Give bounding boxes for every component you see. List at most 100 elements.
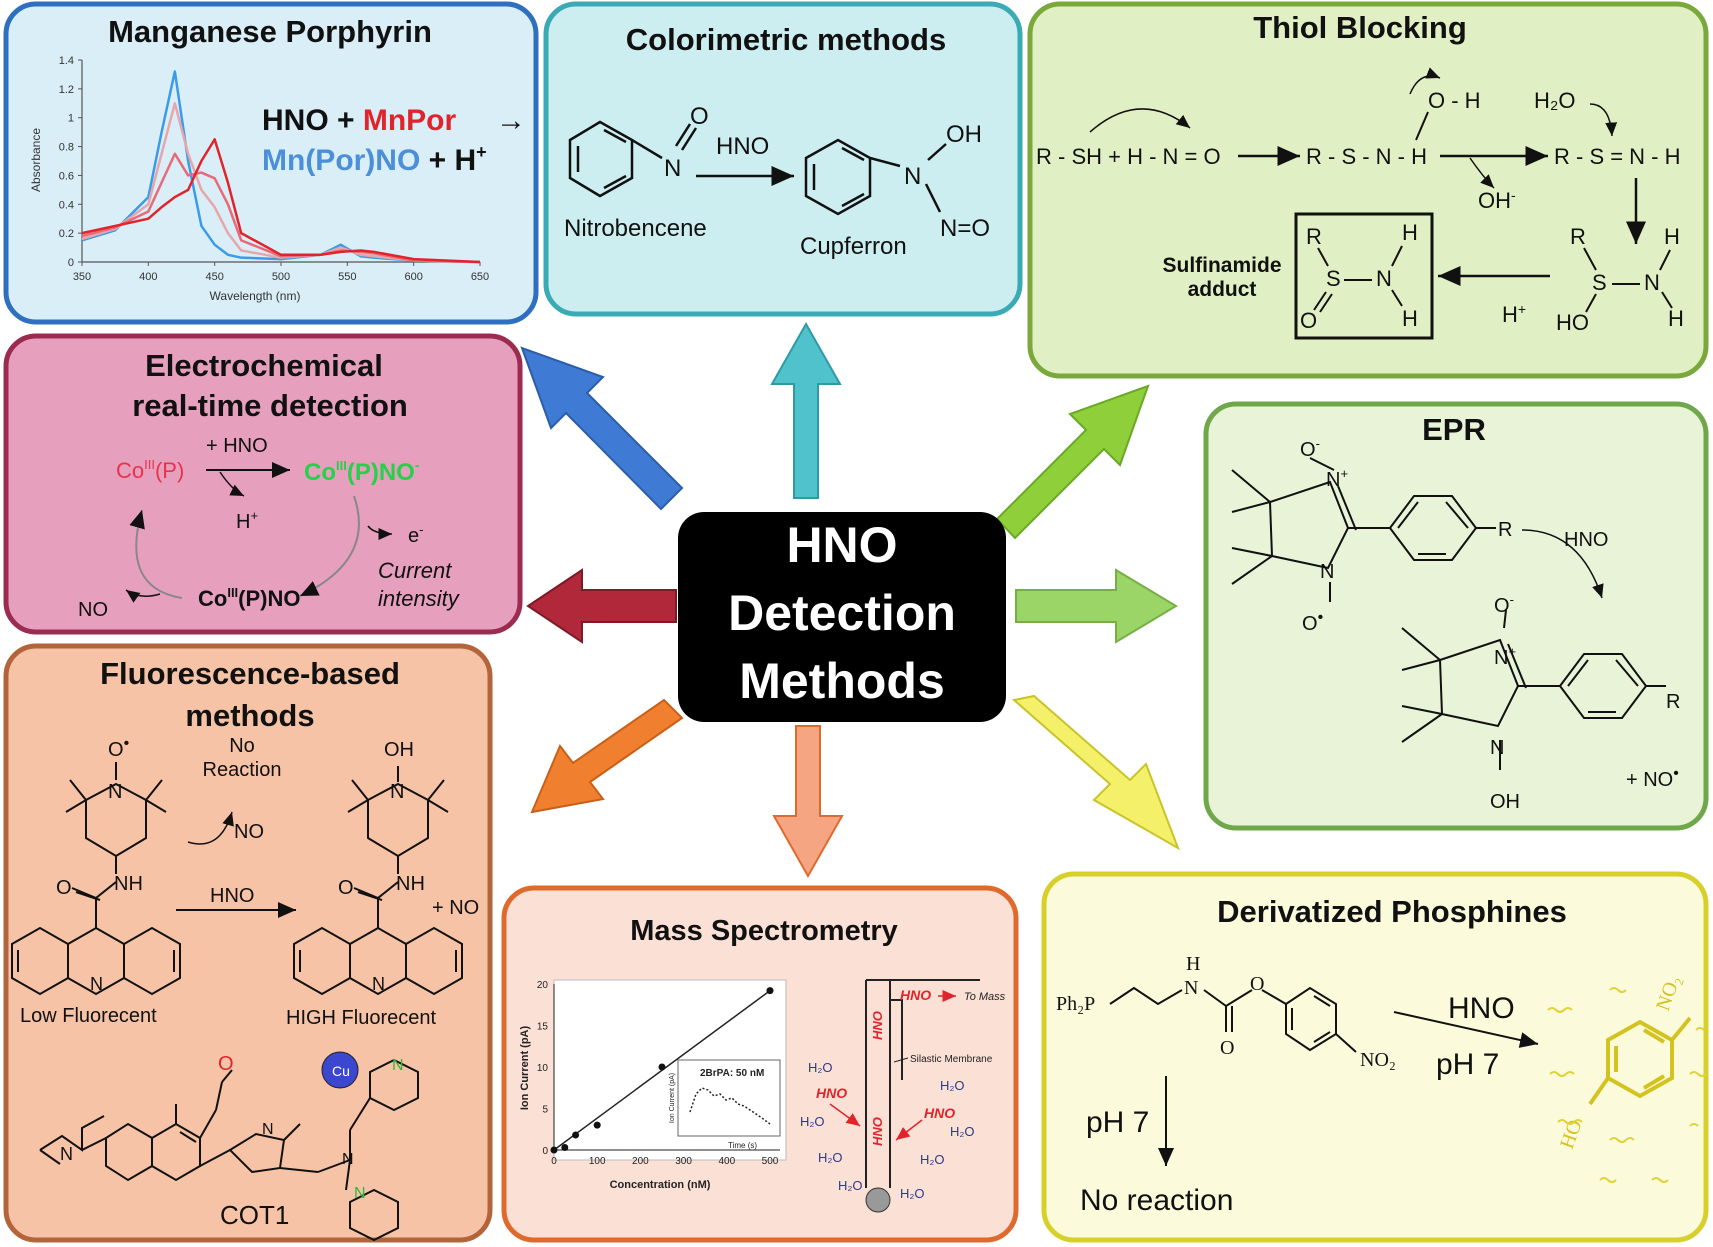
mn-equation-line2: Mn(Por)NO + H+ <box>262 142 487 177</box>
phos-structure <box>1109 986 1357 1053</box>
ms-inset <box>677 1059 781 1137</box>
fluorescence-title-1: Fluorescence-based <box>100 656 400 691</box>
electrochem-title-1: Electrochemical <box>145 348 383 383</box>
phos-ph2p: Ph₂P <box>1056 993 1095 1015</box>
ms-h2o-4: H₂O <box>950 1124 975 1139</box>
arrow-to-thiol-shape <box>995 384 1150 540</box>
fluor-left-structure <box>11 762 181 996</box>
nitrobenzene-label: Nitrobencene <box>564 215 707 242</box>
mn-ytick-label: 0.4 <box>59 199 74 211</box>
thiol-int-ho: HO <box>1556 310 1589 335</box>
mn-ytick-label: 0.6 <box>59 170 74 182</box>
thiol-int-r: R <box>1570 224 1586 249</box>
ms-xlabel: Concentration (nM) <box>610 1179 711 1191</box>
fluor-plus-no: + NO <box>432 897 479 919</box>
ms-ytick-label: 5 <box>542 1105 548 1116</box>
mn-series-line <box>81 70 481 264</box>
ms-ylabel: Ion Current (pA) <box>519 1026 531 1111</box>
center-box <box>678 512 1006 722</box>
ec-reagent: + HNO <box>206 435 268 457</box>
arrow-to-colorimetric <box>770 321 842 499</box>
mn-xtick-label: 500 <box>272 271 290 283</box>
phos-o-ester: O <box>1250 973 1264 995</box>
epr-product-oh: OH <box>1490 791 1520 813</box>
arrow-to-electrochem <box>526 568 677 644</box>
fluor-reagent: HNO <box>210 885 254 907</box>
fluor-left-n2: N <box>90 974 103 994</box>
colorimetric-title: Colorimetric methods <box>626 22 946 57</box>
fluor-no-curl <box>187 811 234 845</box>
ms-ytick-label: 10 <box>537 1063 549 1074</box>
phos-reagent: HNO <box>1448 992 1515 1025</box>
ms-h2o-2: H₂O <box>940 1078 965 1093</box>
mn-eq-plus-h: + H <box>420 144 476 177</box>
ec-curve-left <box>129 509 183 599</box>
mn-xlabel: Wavelength (nm) <box>210 289 301 303</box>
mn-xtick-label: 400 <box>139 271 157 283</box>
epr-o-dot: O• <box>1302 609 1323 635</box>
thiol-h2o: H₂O <box>1534 88 1576 113</box>
ms-hno-vertical: HNO <box>870 1011 885 1040</box>
cot1-label: COT1 <box>220 1200 289 1230</box>
thiol-curl-h2o <box>1589 103 1618 137</box>
ms-ytick-label: 0 <box>542 1146 548 1157</box>
cot1-structure <box>39 1058 419 1242</box>
epr-product-o-minus: O- <box>1494 592 1514 617</box>
cupferron-no: N=O <box>940 215 990 242</box>
cupferron-n1: N <box>904 163 921 190</box>
mn-ylabel: Absorbance <box>29 128 43 192</box>
fluor-low-label: Low Fluorecent <box>20 1005 157 1027</box>
ec-current-2: intensity <box>378 586 461 611</box>
ms-h2o-3: H₂O <box>800 1114 825 1129</box>
ms-membrane-pointer <box>893 1057 909 1063</box>
mn-eq-arrow: → <box>496 104 526 137</box>
fluor-no-reaction-2: Reaction <box>203 759 282 781</box>
ms-inset-xlabel: Time (s) <box>728 1141 757 1150</box>
ms-data-point <box>572 1131 580 1139</box>
ms-xtick-label: 200 <box>632 1156 649 1167</box>
mn-eq-product: Mn(Por)NO <box>262 144 420 177</box>
mn-xtick-label: 350 <box>73 271 91 283</box>
manganese-panel <box>3 1 539 325</box>
cot1-cu: Cu <box>332 1063 350 1079</box>
center-line-1: HNO <box>786 517 897 573</box>
cot1-n-pyr1: N <box>392 1057 404 1074</box>
arrow-to-manganese <box>520 346 684 511</box>
ms-hno-left-arrow <box>829 1103 861 1127</box>
fluor-left-o: O• <box>108 735 129 761</box>
thiol-adduct-bonds <box>1313 245 1403 313</box>
ms-probe-ball <box>865 1187 891 1213</box>
epr-reagent: HNO <box>1564 529 1608 551</box>
arrow-to-phosphines <box>1011 694 1180 851</box>
cot1-n-pyr2: N <box>354 1185 366 1202</box>
thiol-int-n: N <box>1644 270 1660 295</box>
mn-ytick-label: 1.2 <box>59 84 74 96</box>
epr-n-plus: N+ <box>1326 466 1348 491</box>
cot1-n-triazole: N <box>262 1121 274 1138</box>
thiol-adduct-h2: H <box>1402 306 1418 331</box>
ms-membrane: Silastic Membrane <box>910 1054 993 1065</box>
center-line-3: Methods <box>739 653 945 709</box>
manganese-title: Manganese Porphyrin <box>108 14 432 49</box>
cot1-n1: N <box>60 1144 73 1164</box>
mn-ytick-label: 0.8 <box>59 142 74 154</box>
ms-xtick-label: 100 <box>589 1156 606 1167</box>
fluor-left-n: N <box>108 781 122 803</box>
fluor-right-nh: NH <box>396 873 425 895</box>
ms-xtick-label: 300 <box>675 1156 692 1167</box>
thiol-adduct-s: S <box>1326 266 1341 291</box>
ms-ytick-label: 15 <box>537 1022 549 1033</box>
fluor-right-n2: N <box>372 974 385 994</box>
phos-n: N <box>1184 977 1198 999</box>
ms-xtick-label: 500 <box>762 1156 779 1167</box>
phos-arrow-right <box>1393 1011 1539 1048</box>
ec-no-curl <box>125 589 161 603</box>
ec-co-pno: CoIII(P)NO- <box>304 457 420 486</box>
mn-eq-hplus-sup: + <box>476 142 487 162</box>
thiol-no-bond <box>1415 111 1429 141</box>
ms-data-point <box>766 987 774 995</box>
mn-series-line <box>81 152 481 264</box>
ms-hno-vertical-2: HNO <box>870 1117 885 1146</box>
thiol-hplus: H+ <box>1502 301 1526 327</box>
